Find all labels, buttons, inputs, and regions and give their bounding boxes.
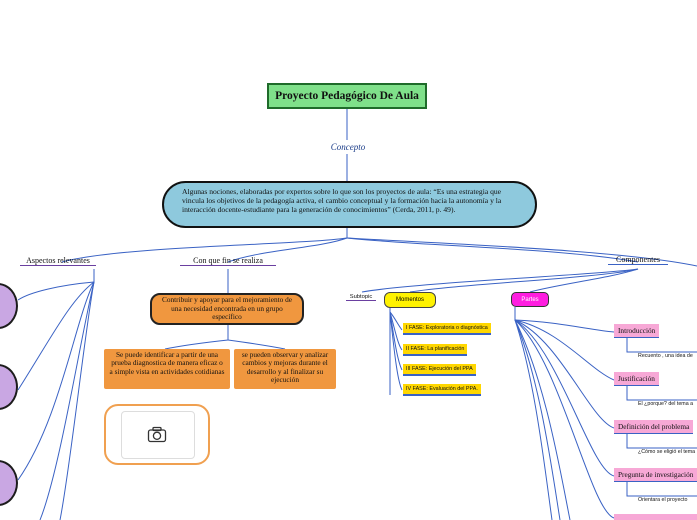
parts-label: Partes [521, 296, 539, 303]
purpose-sub-text-2: se pueden observar y analizar cambios y … [241, 350, 329, 385]
parts-item-label: Introducción [618, 326, 656, 335]
purpose-sub-text-1: Se puede identificar a partir de una pru… [109, 350, 225, 376]
purpose-label: Con que fin se realiza [193, 256, 263, 265]
moments-item-label: II FASE: La planificación [406, 346, 465, 352]
moments-item-label: III FASE: Ejecución del PPA [406, 366, 473, 372]
components-label: Componentes [616, 255, 660, 264]
moments-item-1[interactable]: I FASE: Exploratoria o diagnóstica [403, 323, 491, 335]
parts-item-partial[interactable] [614, 514, 697, 520]
purpose-sub-node-2[interactable]: se pueden observar y analizar cambios y … [234, 349, 336, 389]
parts-note-research-question: Orientara el proyecto [638, 497, 688, 503]
parts-node[interactable]: Partes [511, 292, 549, 307]
parts-item-introduction[interactable]: Introducción [614, 324, 660, 338]
parts-item-problem-definition[interactable]: Definición del problema [614, 420, 694, 434]
image-node[interactable] [104, 404, 210, 465]
parts-item-justification[interactable]: Justificación [614, 372, 659, 386]
components-node[interactable]: Componentes [608, 255, 668, 265]
root-node[interactable]: Proyecto Pedagógico De Aula [267, 83, 427, 109]
purpose-main-text: Contribuir y apoyar para el mejoramiento… [161, 295, 293, 322]
parts-note-introduction: Recuento , una idea de [638, 353, 693, 359]
moments-item-4[interactable]: IV FASE: Evaluación del PPA. [403, 384, 481, 396]
purpose-node[interactable]: Con que fin se realiza [180, 256, 276, 266]
purpose-sub-node-1[interactable]: Se puede identificar a partir de una pru… [104, 349, 230, 389]
camera-icon [147, 426, 167, 443]
image-placeholder[interactable] [121, 411, 195, 459]
aspects-node[interactable]: Aspectos relevantes [20, 256, 96, 266]
purpose-main-node[interactable]: Contribuir y apoyar para el mejoramiento… [150, 293, 304, 325]
moments-item-3[interactable]: III FASE: Ejecución del PPA [403, 364, 476, 376]
concept-text: Algunas nociones, elaboradas por experto… [182, 187, 502, 214]
aspects-label: Aspectos relevantes [26, 256, 90, 265]
concept-node[interactable]: Algunas nociones, elaboradas por experto… [162, 181, 537, 228]
parts-item-research-question[interactable]: Pregunta de investigación [614, 468, 697, 482]
parts-item-label: Justificación [618, 374, 655, 383]
concept-link-label: Concepto [330, 142, 366, 152]
root-title: Proyecto Pedagógico De Aula [275, 90, 419, 102]
parts-item-label: Definición del problema [618, 422, 690, 431]
moments-label: Momentos [395, 297, 424, 303]
subtopic-node[interactable]: Subtopic [346, 294, 376, 301]
moments-item-label: IV FASE: Evaluación del PPA. [406, 386, 478, 392]
parts-note-problem-definition: ¿Cómo se eligió el tema [638, 449, 696, 455]
moments-node[interactable]: Momentos [384, 292, 436, 308]
subtopic-label: Subtopic [349, 294, 373, 300]
moments-item-2[interactable]: II FASE: La planificación [403, 344, 468, 356]
moments-item-label: I FASE: Exploratoria o diagnóstica [406, 325, 488, 331]
parts-note-justification: El ¿porque? del tema a [638, 401, 694, 407]
parts-item-label: Pregunta de investigación [618, 470, 694, 479]
